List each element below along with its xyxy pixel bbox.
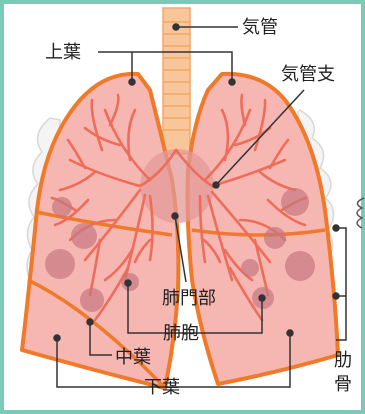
label-rib-bottom: 骨 — [334, 374, 352, 395]
label-trachea: 気管 — [242, 17, 278, 38]
label-alveoli: 肺胞 — [163, 323, 199, 344]
label-upper-lobe: 上葉 — [45, 42, 81, 63]
label-bronchus: 気管支 — [281, 64, 335, 85]
label-lower-lobe: 下葉 — [144, 377, 180, 398]
label-middle-lobe: 中葉 — [115, 347, 151, 368]
label-hilum: 肺門部 — [162, 288, 216, 309]
label-rib-top: 肋 — [334, 350, 352, 371]
